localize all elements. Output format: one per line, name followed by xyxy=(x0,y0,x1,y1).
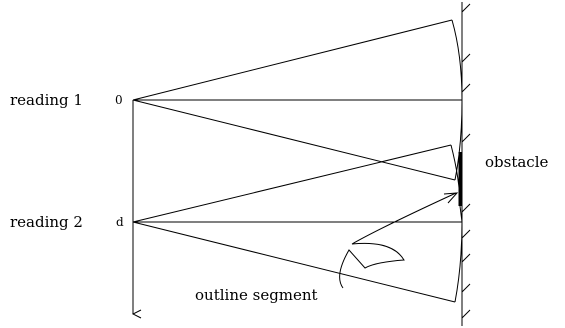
label-obstacle: obstacle xyxy=(485,153,548,171)
label-position-0: 0 xyxy=(115,93,123,107)
outline-segment-leader xyxy=(339,192,459,289)
label-outline-segment: outline segment xyxy=(195,286,318,304)
label-reading-2: reading 2 xyxy=(10,213,83,231)
beam-reading-2 xyxy=(132,144,463,303)
label-reading-1: reading 1 xyxy=(10,91,83,109)
label-position-d: d xyxy=(116,215,124,229)
wall-hatching xyxy=(461,3,471,319)
beam-reading-1 xyxy=(132,19,463,181)
